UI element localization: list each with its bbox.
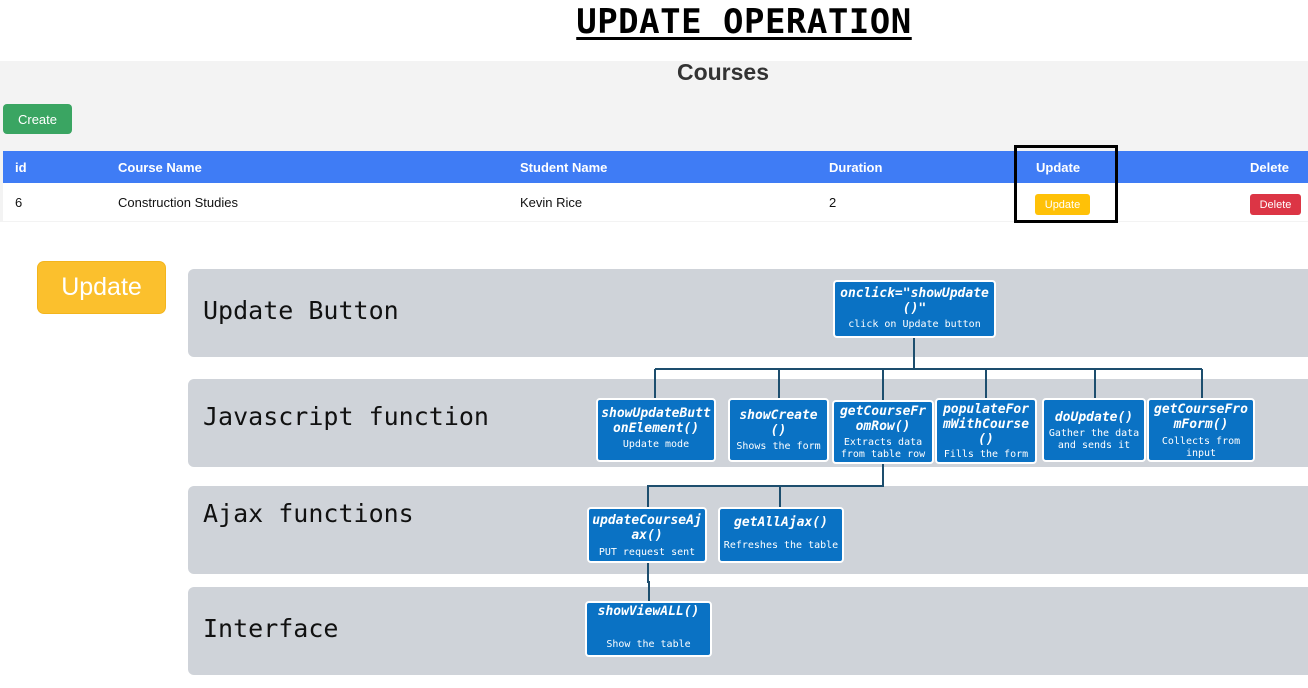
node-description: Extracts data from table row: [840, 437, 926, 460]
node-updateCourseAjax: updateCourseAjax() PUT request sent: [587, 507, 707, 563]
update-column-highlight-box: [1014, 145, 1118, 223]
node-function-name: getCourseFromRow(): [839, 404, 927, 434]
node-function-name: updateCourseAjax(): [592, 513, 702, 543]
node-description: Show the table: [606, 639, 691, 650]
node-getCourseFromRow: getCourseFromRow() Extracts data from ta…: [832, 400, 934, 464]
cell-student-name: Kevin Rice: [520, 194, 583, 210]
node-description: Update mode: [622, 439, 690, 450]
lane-label: Ajax functions: [203, 499, 414, 528]
column-header-course-name: Course Name: [118, 159, 202, 175]
node-description: Fills the form: [943, 449, 1029, 460]
node-description: PUT request sent: [598, 547, 696, 558]
lane-label: Javascript function: [203, 402, 489, 431]
column-header-duration: Duration: [829, 159, 883, 175]
table-row: 6 Construction Studies Kevin Rice 2: [3, 183, 1308, 221]
node-function-name: showViewALL(): [597, 604, 700, 619]
node-showViewALL: showViewALL() Show the table: [585, 601, 712, 657]
node-function-name: showUpdateButtonElement(): [601, 406, 711, 436]
lane-label: Update Button: [203, 296, 399, 325]
node-description: Shows the form: [736, 441, 821, 452]
node-description: Gather the data and sends it: [1048, 428, 1140, 451]
courses-heading: Courses: [676, 59, 770, 85]
node-function-name: getCourseFromForm(): [1154, 402, 1248, 432]
lane-label: Interface: [203, 614, 339, 643]
create-button[interactable]: Create: [3, 104, 72, 134]
node-function-name: showCreate(): [739, 408, 818, 438]
node-function-name: getAllAjax(): [734, 515, 828, 530]
table-header: id Course Name Student Name Duration Upd…: [3, 151, 1308, 183]
node-function-name: populateFormWithCourse(): [942, 402, 1030, 447]
node-function-name: onclick="showUpdate()": [840, 286, 989, 316]
lane-update-button: Update Button: [188, 269, 1308, 357]
cell-duration: 2: [829, 194, 837, 210]
lane-interface: Interface: [188, 587, 1308, 675]
column-header-delete: Delete: [1250, 159, 1290, 175]
cell-id: 6: [15, 194, 23, 210]
node-doUpdate: doUpdate() Gather the data and sends it: [1042, 398, 1146, 462]
row-delete-button[interactable]: Delete: [1250, 194, 1301, 215]
row-update-button[interactable]: Update: [1035, 194, 1090, 215]
node-description: click on Update button: [848, 319, 981, 330]
node-description: Refreshes the table: [723, 540, 839, 551]
node-function-name: doUpdate(): [1054, 410, 1134, 425]
node-showUpdateButtonElement: showUpdateButtonElement() Update mode: [596, 398, 716, 462]
update-button-enlarged: Update: [38, 262, 165, 313]
node-description: Collects from input: [1161, 436, 1241, 459]
column-header-student-name: Student Name: [520, 159, 608, 175]
page-title: UPDATE OPERATION: [576, 2, 912, 42]
node-showCreate: showCreate() Shows the form: [728, 398, 829, 462]
node-onclick-showUpdate: onclick="showUpdate()" click on Update b…: [833, 280, 996, 338]
node-getAllAjax: getAllAjax() Refreshes the table: [718, 507, 844, 563]
node-populateFormWithCourse: populateFormWithCourse() Fills the form: [935, 398, 1037, 464]
column-header-id: id: [15, 159, 27, 175]
node-getCourseFromForm: getCourseFromForm() Collects from input: [1147, 398, 1255, 462]
cell-course-name: Construction Studies: [118, 194, 238, 210]
column-header-update: Update: [1036, 159, 1081, 175]
